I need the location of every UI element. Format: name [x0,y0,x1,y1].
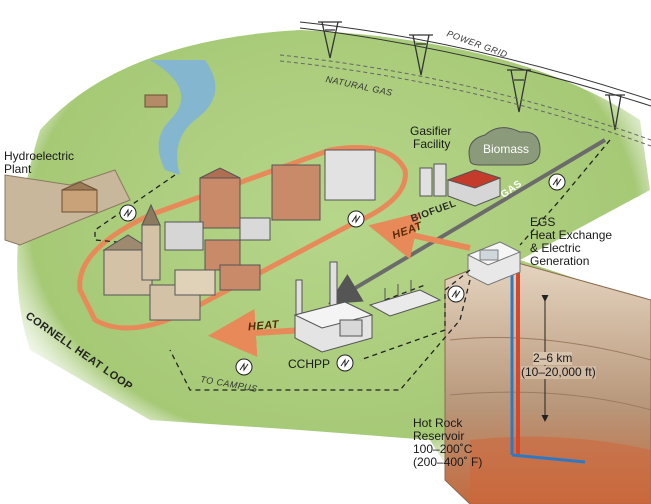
building-icon [219,264,261,291]
egs-label-line2: Heat Exchange [530,228,613,242]
power-wire-1 [299,21,651,101]
egs-label-line1: EGS [530,215,556,229]
gasifier-facility-icon [419,163,502,207]
building-icon [199,177,241,229]
heat-arrow-lower [208,308,306,357]
cornell-heat-loop [77,145,408,331]
dam-icon [144,94,168,108]
heat-arrow-upper [368,212,471,260]
building-icon [324,149,376,201]
egs-label-line3: & Electric [530,241,581,255]
clock-tower-icon [141,203,161,281]
biomass-pile-icon [468,127,541,166]
hydroelectric-label-line2: Plant [4,162,32,176]
hot-rock-label-line1: Hot Rock [413,416,463,430]
natural-gas-pipeline-2 [279,60,651,147]
building-icon [164,221,204,251]
biomass-label: Biomass [483,142,530,156]
hot-rock-label-line3: 100–200˚C [413,442,473,456]
heat-lower-label: HEAT [247,318,280,334]
building-icon [239,217,271,241]
river [150,60,216,175]
gas-line [328,138,607,305]
hot-rock-label-line4: (200–400˚ F) [413,455,483,469]
gasifier-label-line2: Facility [413,137,451,151]
electric-symbol-glyphs [123,177,562,372]
natural-gas-pipeline [279,54,651,141]
well-pipe-bottom [511,453,586,464]
smokestack-icon [329,261,338,308]
hot-rock-label-line2: Reservoir [413,429,465,443]
hot-rock-zone [470,436,651,504]
campus-buildings [102,149,376,321]
electric-lines [94,139,611,391]
depth-label-line2: (10–20,000 ft) [521,365,596,379]
hydroelectric-plant-icon [61,181,98,213]
gasifier-label-line1: Gasifier [410,124,452,138]
hydroelectric-label-line1: Hydroelectric [4,149,75,163]
egs-plant-icon [466,241,522,286]
cchpp-plant-icon [293,261,374,353]
building-icon [271,164,321,221]
substation-icon [368,280,442,317]
building-icon [174,269,216,296]
power-pylon-icon [318,21,625,131]
cchpp-label: CCHPP [288,357,331,371]
depth-label-line1: 2–6 km [533,351,573,365]
rock-strata-2 [449,391,651,411]
power-wire-2 [299,27,651,107]
egs-label-line4: Generation [530,254,590,268]
